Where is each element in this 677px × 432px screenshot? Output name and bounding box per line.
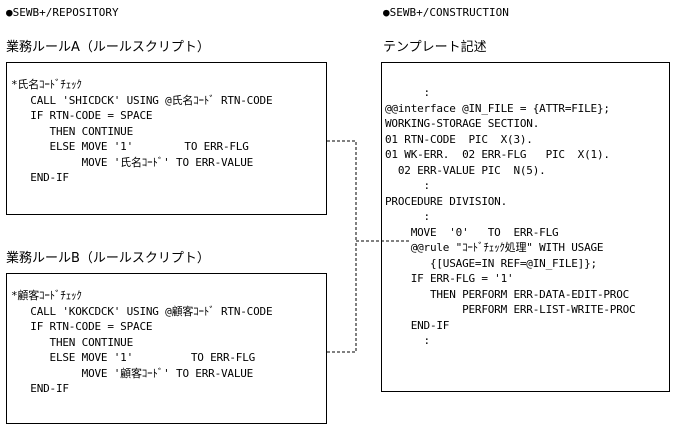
rule-b-title: 業務ルールB（ルールスクリプト） [6,251,210,266]
template-code: : @@interface @IN_FILE = {ATTR=FILE}; WO… [385,86,636,347]
connector-rule-b [327,241,357,353]
repository-header: ●SEWB+/REPOSITORY [6,6,119,19]
rule-a-box: *氏名ｺｰﾄﾞﾁｪｯｸ CALL 'SHICDCK' USING @氏名ｺｰﾄﾞ… [6,62,327,215]
rule-a-code: *氏名ｺｰﾄﾞﾁｪｯｸ CALL 'SHICDCK' USING @氏名ｺｰﾄﾞ… [11,78,273,184]
rule-a-title: 業務ルールA（ルールスクリプト） [6,40,210,55]
connector-rule-a [327,140,357,241]
rule-b-box: *顧客ｺｰﾄﾞﾁｪｯｸ CALL 'KOKCDCK' USING @顧客ｺｰﾄﾞ… [6,273,327,424]
template-box: : @@interface @IN_FILE = {ATTR=FILE}; WO… [381,62,670,392]
construction-header: ●SEWB+/CONSTRUCTION [383,6,509,19]
rule-b-code: *顧客ｺｰﾄﾞﾁｪｯｸ CALL 'KOKCDCK' USING @顧客ｺｰﾄﾞ… [11,289,273,395]
template-title: テンプレート記述 [383,40,487,55]
